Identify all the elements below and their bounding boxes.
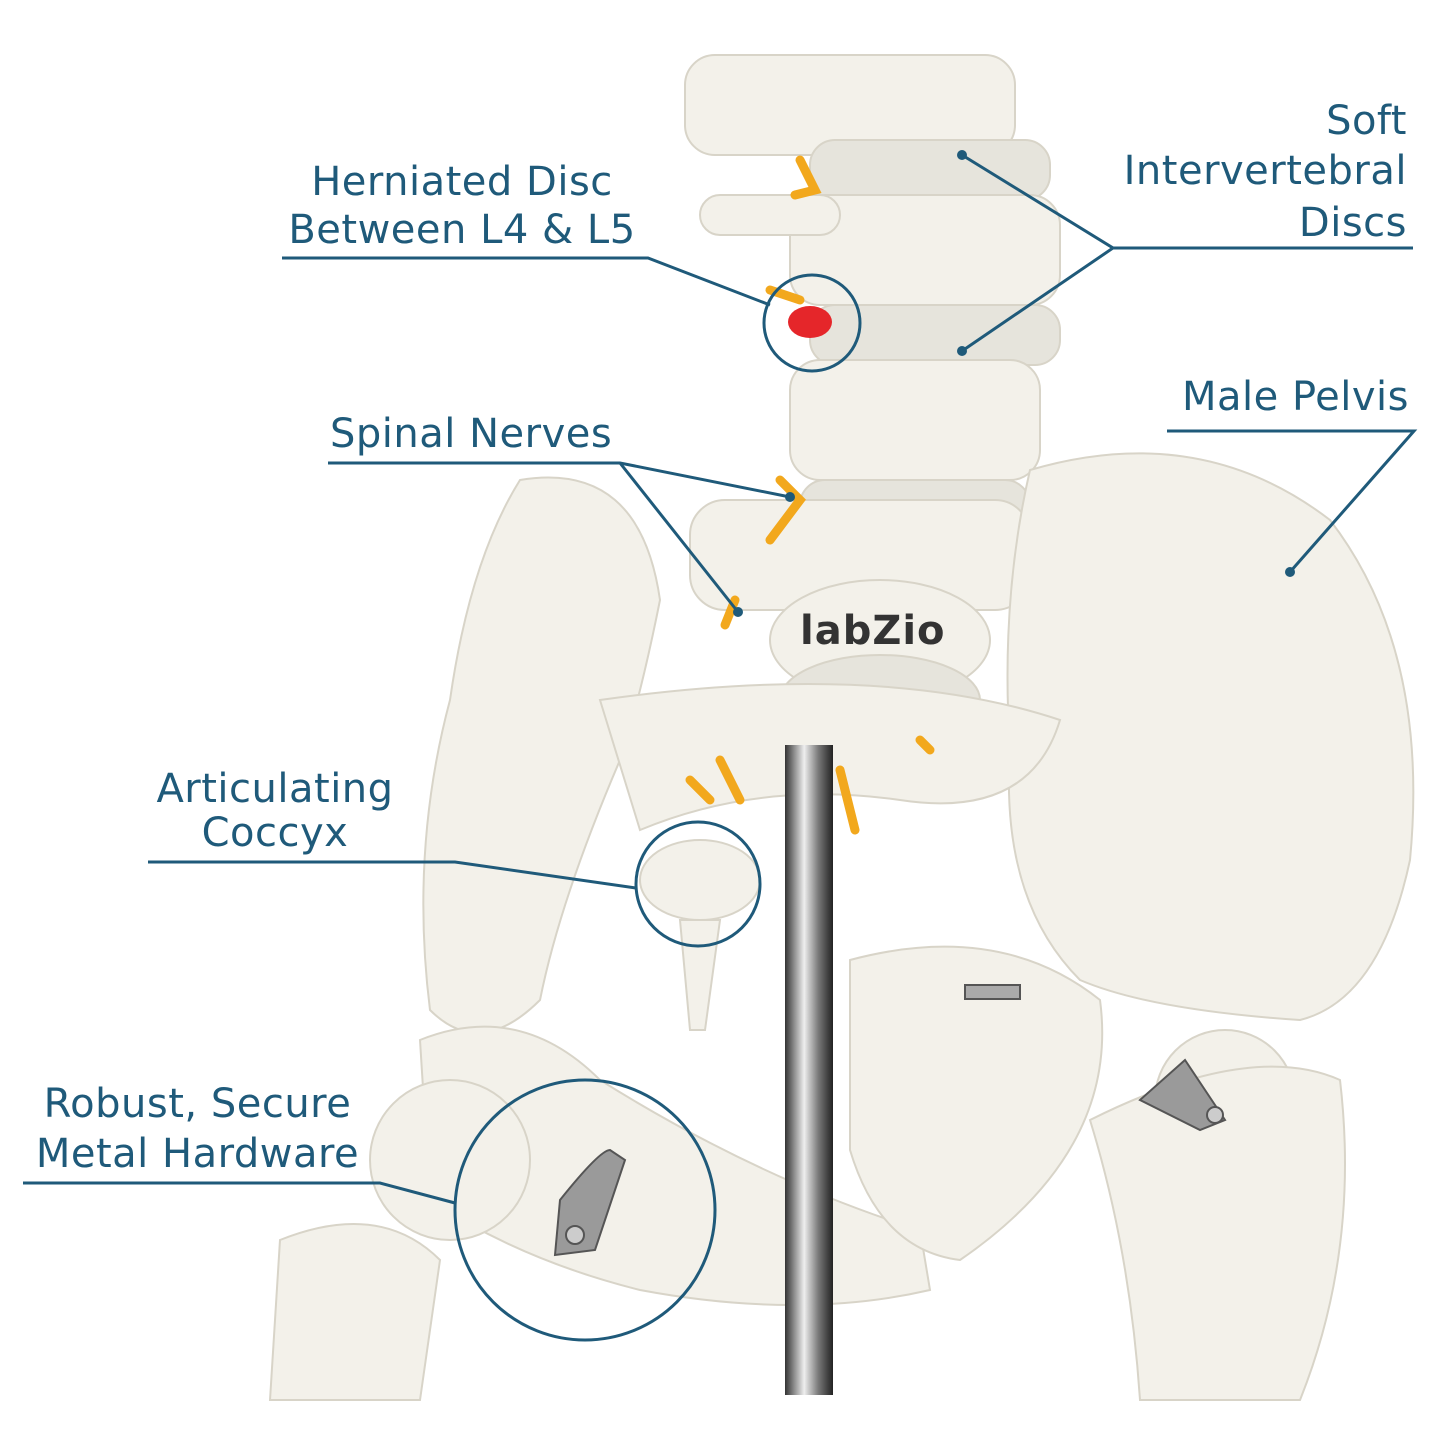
leader-dots xyxy=(733,150,1295,617)
label-herniated-disc: Herniated Disc Between L4 & L5 xyxy=(282,158,642,254)
leader-lines xyxy=(23,153,1418,1342)
label-spinal-nerves: Spinal Nerves xyxy=(330,410,612,458)
label-soft-discs: Soft Intervertebral Discs xyxy=(1060,97,1407,247)
spinal-nerves xyxy=(685,155,935,835)
disc xyxy=(809,139,1051,201)
label-line: Spinal Nerves xyxy=(330,411,613,457)
label-line: Robust, Secure xyxy=(43,1081,352,1127)
metal-hardware xyxy=(553,984,1227,1257)
label-coccyx: Articulating Coccyx xyxy=(140,765,410,857)
label-line: Metal Hardware xyxy=(35,1131,360,1177)
label-line: Articulating xyxy=(156,766,394,812)
label-line: Discs xyxy=(1298,200,1407,246)
label-male-pelvis: Male Pelvis xyxy=(1100,373,1409,421)
stand-rod xyxy=(785,745,833,1395)
label-line: Herniated Disc xyxy=(311,159,613,205)
label-line: Between L4 & L5 xyxy=(288,207,636,253)
label-line: Male Pelvis xyxy=(1181,374,1409,420)
label-hardware: Robust, Secure Metal Hardware xyxy=(25,1080,370,1178)
label-line: Soft xyxy=(1326,98,1407,144)
label-line: Coccyx xyxy=(201,810,349,856)
label-line: Intervertebral xyxy=(1123,148,1407,194)
brand-logo: labZio xyxy=(800,608,946,654)
herniation-marker xyxy=(788,306,832,338)
